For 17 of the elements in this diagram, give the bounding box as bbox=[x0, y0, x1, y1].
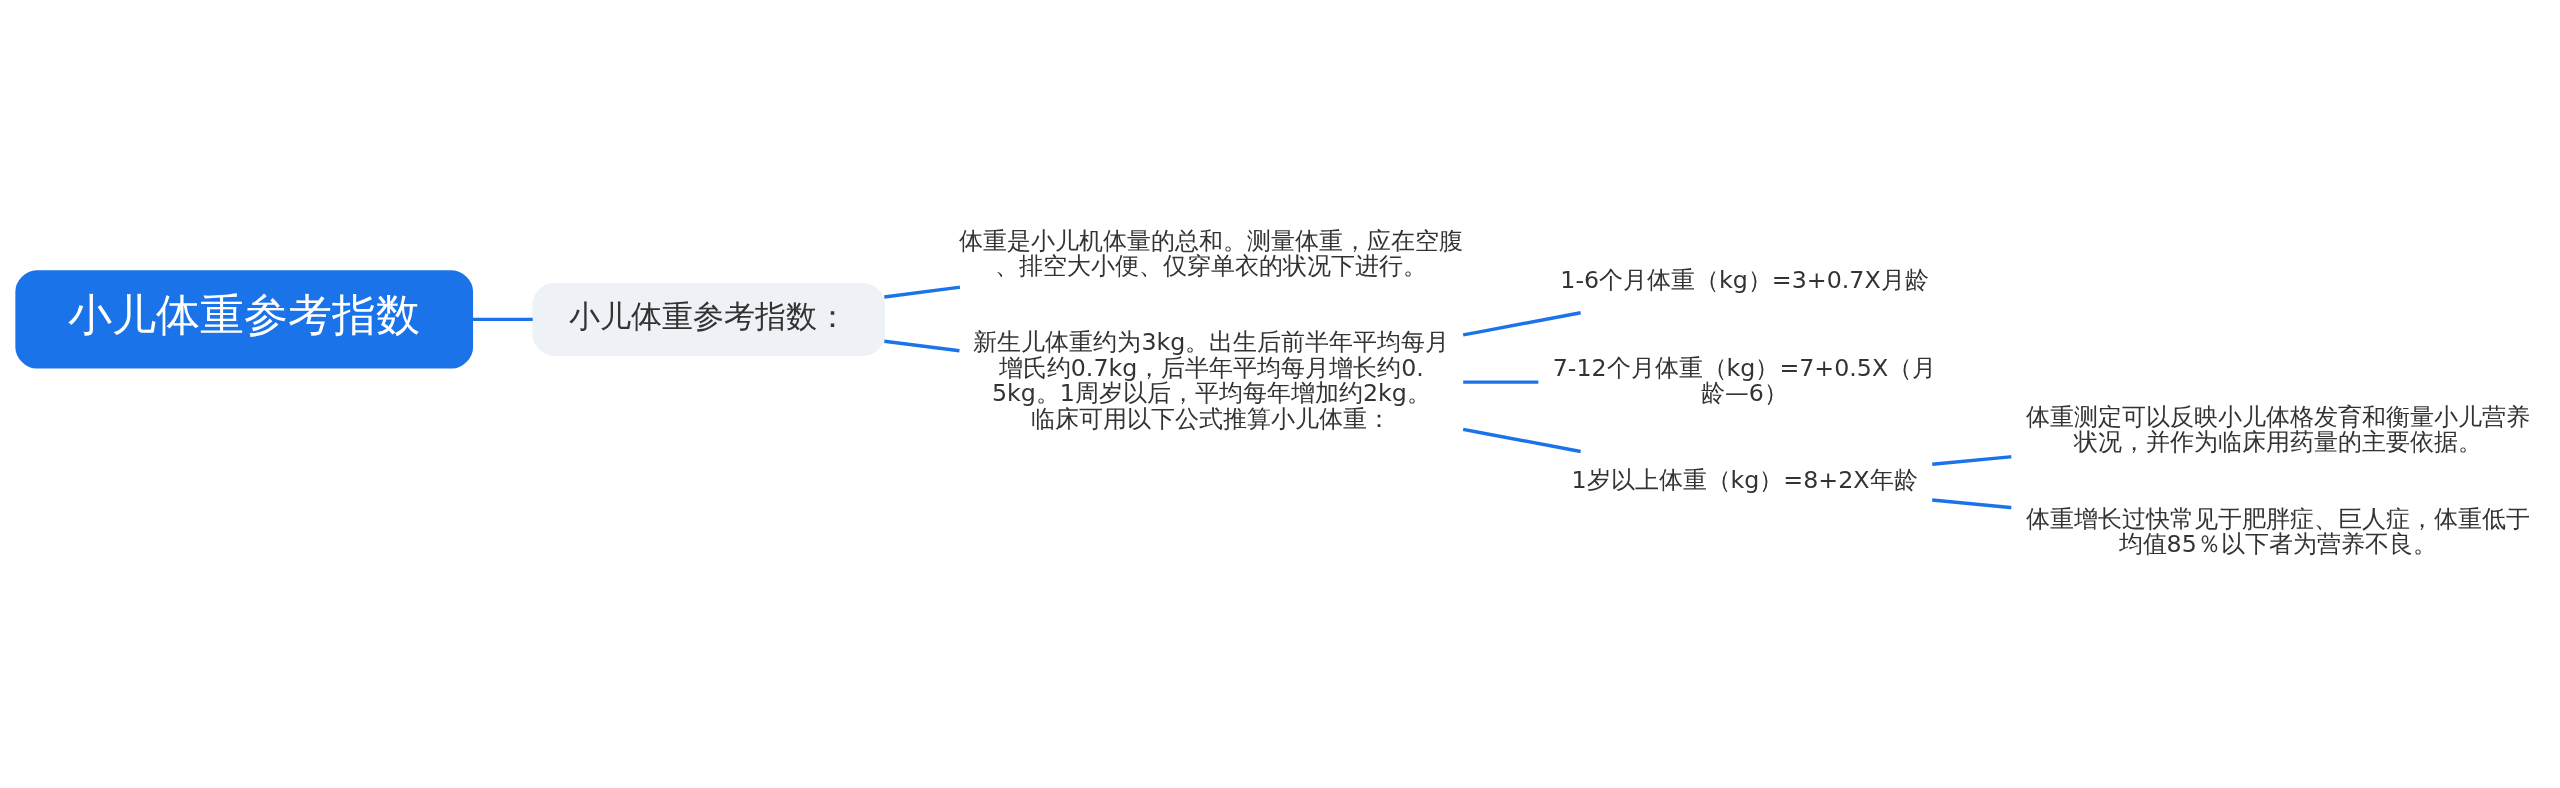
node-text: 1岁以上体重（kg）=8+2X年龄 bbox=[1571, 466, 1918, 495]
connector bbox=[884, 339, 960, 353]
connector bbox=[884, 285, 961, 299]
node-text: 1-6个月体重（kg）=3+0.7X月龄 bbox=[1560, 266, 1929, 295]
connector bbox=[1462, 311, 1581, 337]
node-text: 新生儿体重约为3kg。出生后前半年平均每月增氏约0.7kg，后半年平均每月增长约0.5kg。1周岁以后，平均每年增加约2kg。临床可用以下公式推算小儿体重： bbox=[973, 328, 1450, 433]
connector bbox=[472, 317, 533, 322]
connector bbox=[1932, 498, 2012, 510]
connector bbox=[1463, 380, 1539, 384]
node-text: 体重是小儿机体量的总和。测量体重，应在空腹、排空大小便、仅穿单衣的状况下进行。 bbox=[959, 226, 1464, 280]
node-text: 体重测定可以反映小儿体格发育和衡量小儿营养状况，并作为临床用药量的主要依据。 bbox=[2025, 402, 2530, 457]
node-text: 体重增长过快常见于肥胖症、巨人症，体重低于均值85％以下者为营养不良。 bbox=[2025, 504, 2530, 558]
connector bbox=[1932, 455, 2012, 466]
connector bbox=[1462, 427, 1581, 454]
node-box: 小儿体重参考指数： bbox=[532, 282, 885, 356]
node-text: 7-12个月体重（kg）=7+0.5X（月龄—6） bbox=[1552, 353, 1937, 408]
node-box: 小儿体重参考指数 bbox=[15, 270, 474, 369]
